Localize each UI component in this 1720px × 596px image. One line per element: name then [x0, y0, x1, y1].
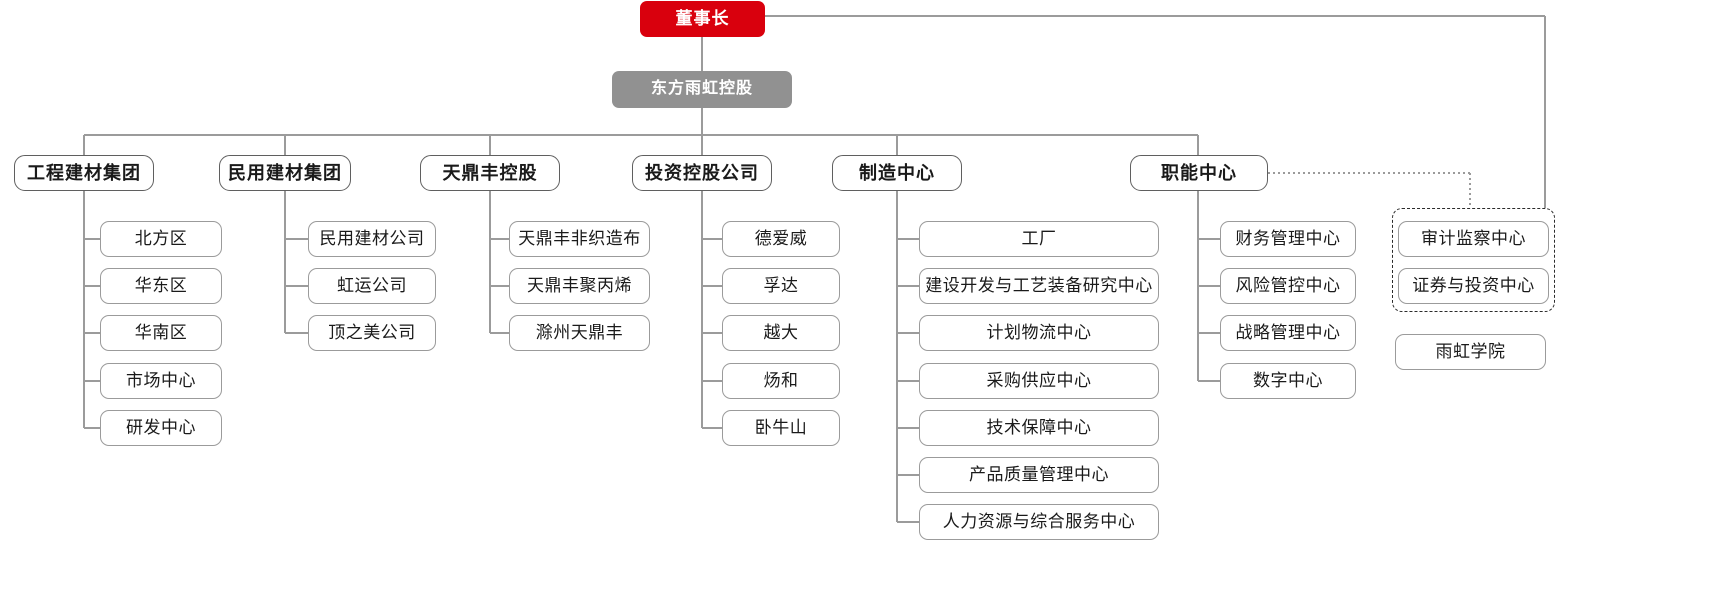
node-label: 人力资源与综合服务中心 [942, 512, 1136, 532]
node-label: 民用建材集团 [228, 162, 342, 183]
node-label: 顶之美公司 [328, 323, 416, 343]
node-label: 东方雨虹控股 [650, 80, 753, 98]
node-finance-management-center[interactable]: 财务管理中心 [1220, 221, 1356, 257]
node-hr-general-services-center[interactable]: 人力资源与综合服务中心 [919, 504, 1159, 540]
node-label: 职能中心 [1161, 162, 1237, 183]
node-product-quality-management-center[interactable]: 产品质量管理中心 [919, 457, 1159, 493]
node-investment-holding-company[interactable]: 投资控股公司 [632, 155, 772, 191]
node-audit-supervision-center[interactable]: 审计监察中心 [1398, 221, 1549, 257]
node-label: 孚达 [763, 276, 799, 296]
node-label: 工厂 [1021, 229, 1057, 249]
node-label: 北方区 [134, 229, 188, 249]
node-woniushan[interactable]: 卧牛山 [722, 410, 840, 446]
node-south-region[interactable]: 华南区 [100, 315, 222, 351]
node-planning-logistics-center[interactable]: 计划物流中心 [919, 315, 1159, 351]
node-digital-center[interactable]: 数字中心 [1220, 363, 1356, 399]
node-label: 董事长 [675, 9, 730, 29]
node-fuda[interactable]: 孚达 [722, 268, 840, 304]
node-tiandingfeng-polypropylene[interactable]: 天鼎丰聚丙烯 [509, 268, 650, 304]
node-label: 民用建材公司 [319, 229, 425, 249]
node-construction-process-equipment-research-center[interactable]: 建设开发与工艺装备研究中心 [919, 268, 1159, 304]
node-label: 战略管理中心 [1235, 323, 1341, 343]
node-market-center[interactable]: 市场中心 [100, 363, 222, 399]
direct-report-group-outline [1392, 208, 1555, 312]
node-engineering-materials-group[interactable]: 工程建材集团 [14, 155, 154, 191]
node-hongyun-company[interactable]: 虹运公司 [308, 268, 436, 304]
node-factory[interactable]: 工厂 [919, 221, 1159, 257]
node-chuzhou-tiandingfeng[interactable]: 滁州天鼎丰 [509, 315, 650, 351]
node-label: 数字中心 [1253, 371, 1323, 391]
node-label: 天鼎丰非织造布 [518, 229, 641, 249]
node-label: 风险管控中心 [1235, 276, 1341, 296]
node-label: 工程建材集团 [27, 162, 141, 183]
node-tiandingfeng-holding[interactable]: 天鼎丰控股 [420, 155, 560, 191]
node-label: 卧牛山 [754, 418, 808, 438]
node-label: 滁州天鼎丰 [535, 323, 624, 343]
node-yanghe[interactable]: 炀和 [722, 363, 840, 399]
node-label: 计划物流中心 [986, 323, 1092, 343]
node-label: 华东区 [134, 276, 188, 296]
node-label: 财务管理中心 [1235, 229, 1341, 249]
node-north-region[interactable]: 北方区 [100, 221, 222, 257]
node-label: 制造中心 [859, 162, 935, 183]
node-label: 雨虹学院 [1435, 342, 1506, 362]
node-manufacturing-center[interactable]: 制造中心 [832, 155, 962, 191]
node-label: 华南区 [134, 323, 188, 343]
node-deaiwei[interactable]: 德爱威 [722, 221, 840, 257]
node-label: 市场中心 [126, 371, 196, 391]
node-label: 天鼎丰控股 [442, 162, 538, 183]
node-yueda[interactable]: 越大 [722, 315, 840, 351]
node-label: 炀和 [763, 371, 799, 391]
node-east-region[interactable]: 华东区 [100, 268, 222, 304]
node-tiandingfeng-nonwoven[interactable]: 天鼎丰非织造布 [509, 221, 650, 257]
node-strategy-management-center[interactable]: 战略管理中心 [1220, 315, 1356, 351]
node-dingzhimei-company[interactable]: 顶之美公司 [308, 315, 436, 351]
node-procurement-supply-center[interactable]: 采购供应中心 [919, 363, 1159, 399]
node-label: 研发中心 [126, 418, 196, 438]
node-risk-control-center[interactable]: 风险管控中心 [1220, 268, 1356, 304]
node-label: 证券与投资中心 [1412, 276, 1535, 296]
node-label: 采购供应中心 [986, 371, 1092, 391]
node-chairman[interactable]: 董事长 [640, 1, 765, 37]
node-label: 投资控股公司 [645, 162, 759, 183]
node-civil-materials-company[interactable]: 民用建材公司 [308, 221, 436, 257]
node-label: 建设开发与工艺装备研究中心 [925, 276, 1153, 296]
node-label: 天鼎丰聚丙烯 [527, 276, 632, 296]
node-technical-support-center[interactable]: 技术保障中心 [919, 410, 1159, 446]
node-label: 越大 [763, 323, 799, 343]
node-securities-investment-center[interactable]: 证券与投资中心 [1398, 268, 1549, 304]
node-rd-center[interactable]: 研发中心 [100, 410, 222, 446]
node-yuhong-academy[interactable]: 雨虹学院 [1395, 334, 1546, 370]
node-label: 审计监察中心 [1421, 229, 1526, 249]
node-label: 虹运公司 [337, 276, 407, 296]
node-holding[interactable]: 东方雨虹控股 [612, 71, 792, 108]
node-label: 技术保障中心 [986, 418, 1092, 438]
node-label: 产品质量管理中心 [969, 465, 1109, 485]
node-functional-center[interactable]: 职能中心 [1130, 155, 1268, 191]
node-label: 德爱威 [754, 229, 808, 249]
node-civil-materials-group[interactable]: 民用建材集团 [219, 155, 351, 191]
